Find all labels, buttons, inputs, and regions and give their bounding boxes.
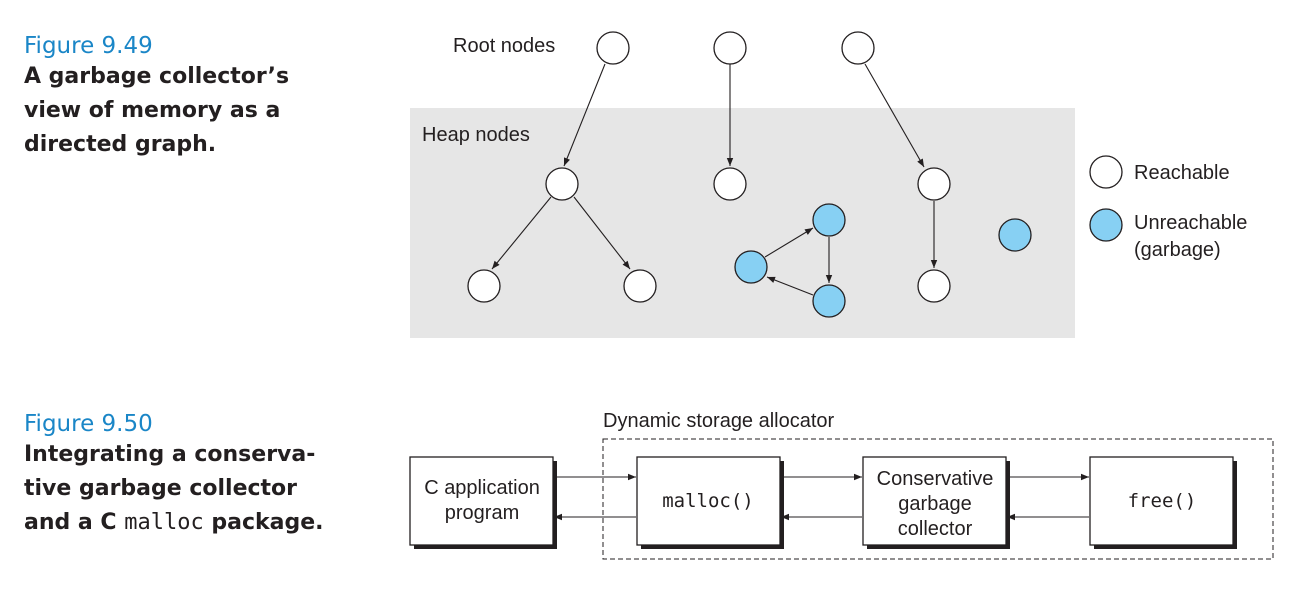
root-nodes-label: Root nodes [453,35,555,57]
figure-9-50-caption-line-3: and a C malloc package. [24,506,354,540]
heap-node-3-child [917,269,951,303]
heap-node-3 [917,167,951,201]
legend-garbage-label: (garbage) [1134,239,1221,261]
garbage-node-c [812,284,846,318]
figure-9-50-caption-line-2: tive garbage collector [24,476,298,501]
heap-region [410,108,1075,338]
heap-node-1-right-child [623,269,657,303]
heap-node-1 [545,167,579,201]
gc-box-label-1: Conservative [877,468,994,490]
legend-reachable-label: Reachable [1134,162,1230,184]
garbage-node-a [734,250,768,284]
malloc-box-label: malloc() [662,490,754,512]
caption-code-malloc: malloc [124,510,204,535]
figure-9-49-caption-line-3: directed graph. [24,132,217,157]
heap-node-2 [713,167,747,201]
figure-9-50-caption: Figure 9.50 Integrating a conserva- tive… [24,410,354,540]
caption-text-prefix: and a C [24,510,125,535]
gc-box [862,456,1007,546]
legend-reachable-swatch [1089,155,1123,189]
figure-9-49-caption-line-2: view of memory as a [24,98,281,123]
legend-unreachable-label: Unreachable [1134,212,1247,234]
figure-9-50-label: Figure 9.50 [24,411,153,437]
garbage-node-isolated [998,218,1032,252]
edge-garbage-a-b [764,227,814,258]
gc-box-label-2: garbage [898,493,971,515]
figure-9-49-caption: Figure 9.49 A garbage collector’s view o… [24,32,354,162]
figure-9-49-label: Figure 9.49 [24,33,153,59]
app-box-label-1: C application [424,477,540,499]
edge-heap1-right [573,196,631,270]
heap-nodes-label: Heap nodes [422,124,530,146]
root-node-2 [713,31,747,65]
malloc-box [636,456,781,546]
legend-unreachable-swatch [1089,208,1123,242]
root-node-3 [841,31,875,65]
edge-root3-heap3 [864,63,925,168]
garbage-node-b [812,203,846,237]
edge-heap1-left [491,196,552,270]
c-application-box [409,456,554,546]
app-box-label-2: program [445,502,519,524]
edge-garbage-c-a [766,276,814,296]
free-box [1089,456,1234,546]
caption-text-suffix: package. [203,510,324,535]
edge-root1-heap1 [563,63,606,167]
allocator-label: Dynamic storage allocator [603,410,835,432]
figure-9-50-caption-line-1: Integrating a conserva- [24,442,316,467]
allocator-boundary [602,438,1274,560]
free-box-label: free() [1128,490,1197,512]
root-node-1 [596,31,630,65]
figure-9-49-caption-line-1: A garbage collector’s [24,64,290,89]
heap-node-1-left-child [467,269,501,303]
gc-box-label-3: collector [898,518,973,540]
